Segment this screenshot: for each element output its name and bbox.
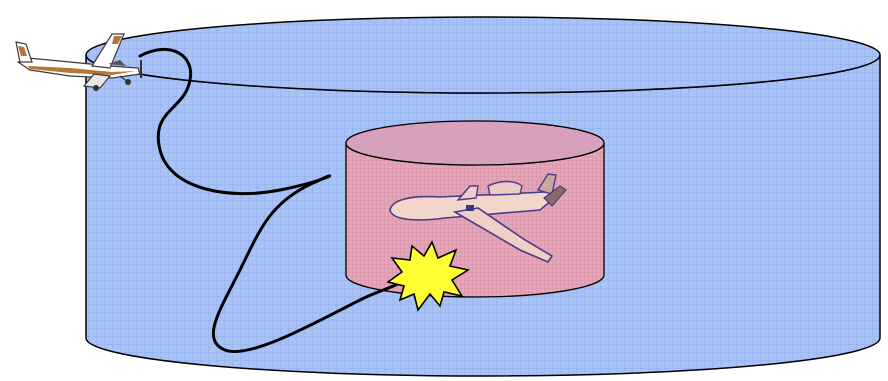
light-aircraft-icon: [15, 33, 142, 91]
explosion-burst-icon: [386, 240, 471, 312]
uav-icon: [389, 173, 567, 263]
flight-path: [138, 47, 407, 353]
outer-cylinder-top: [85, 16, 881, 94]
inner-cylinder-top: [345, 120, 605, 166]
